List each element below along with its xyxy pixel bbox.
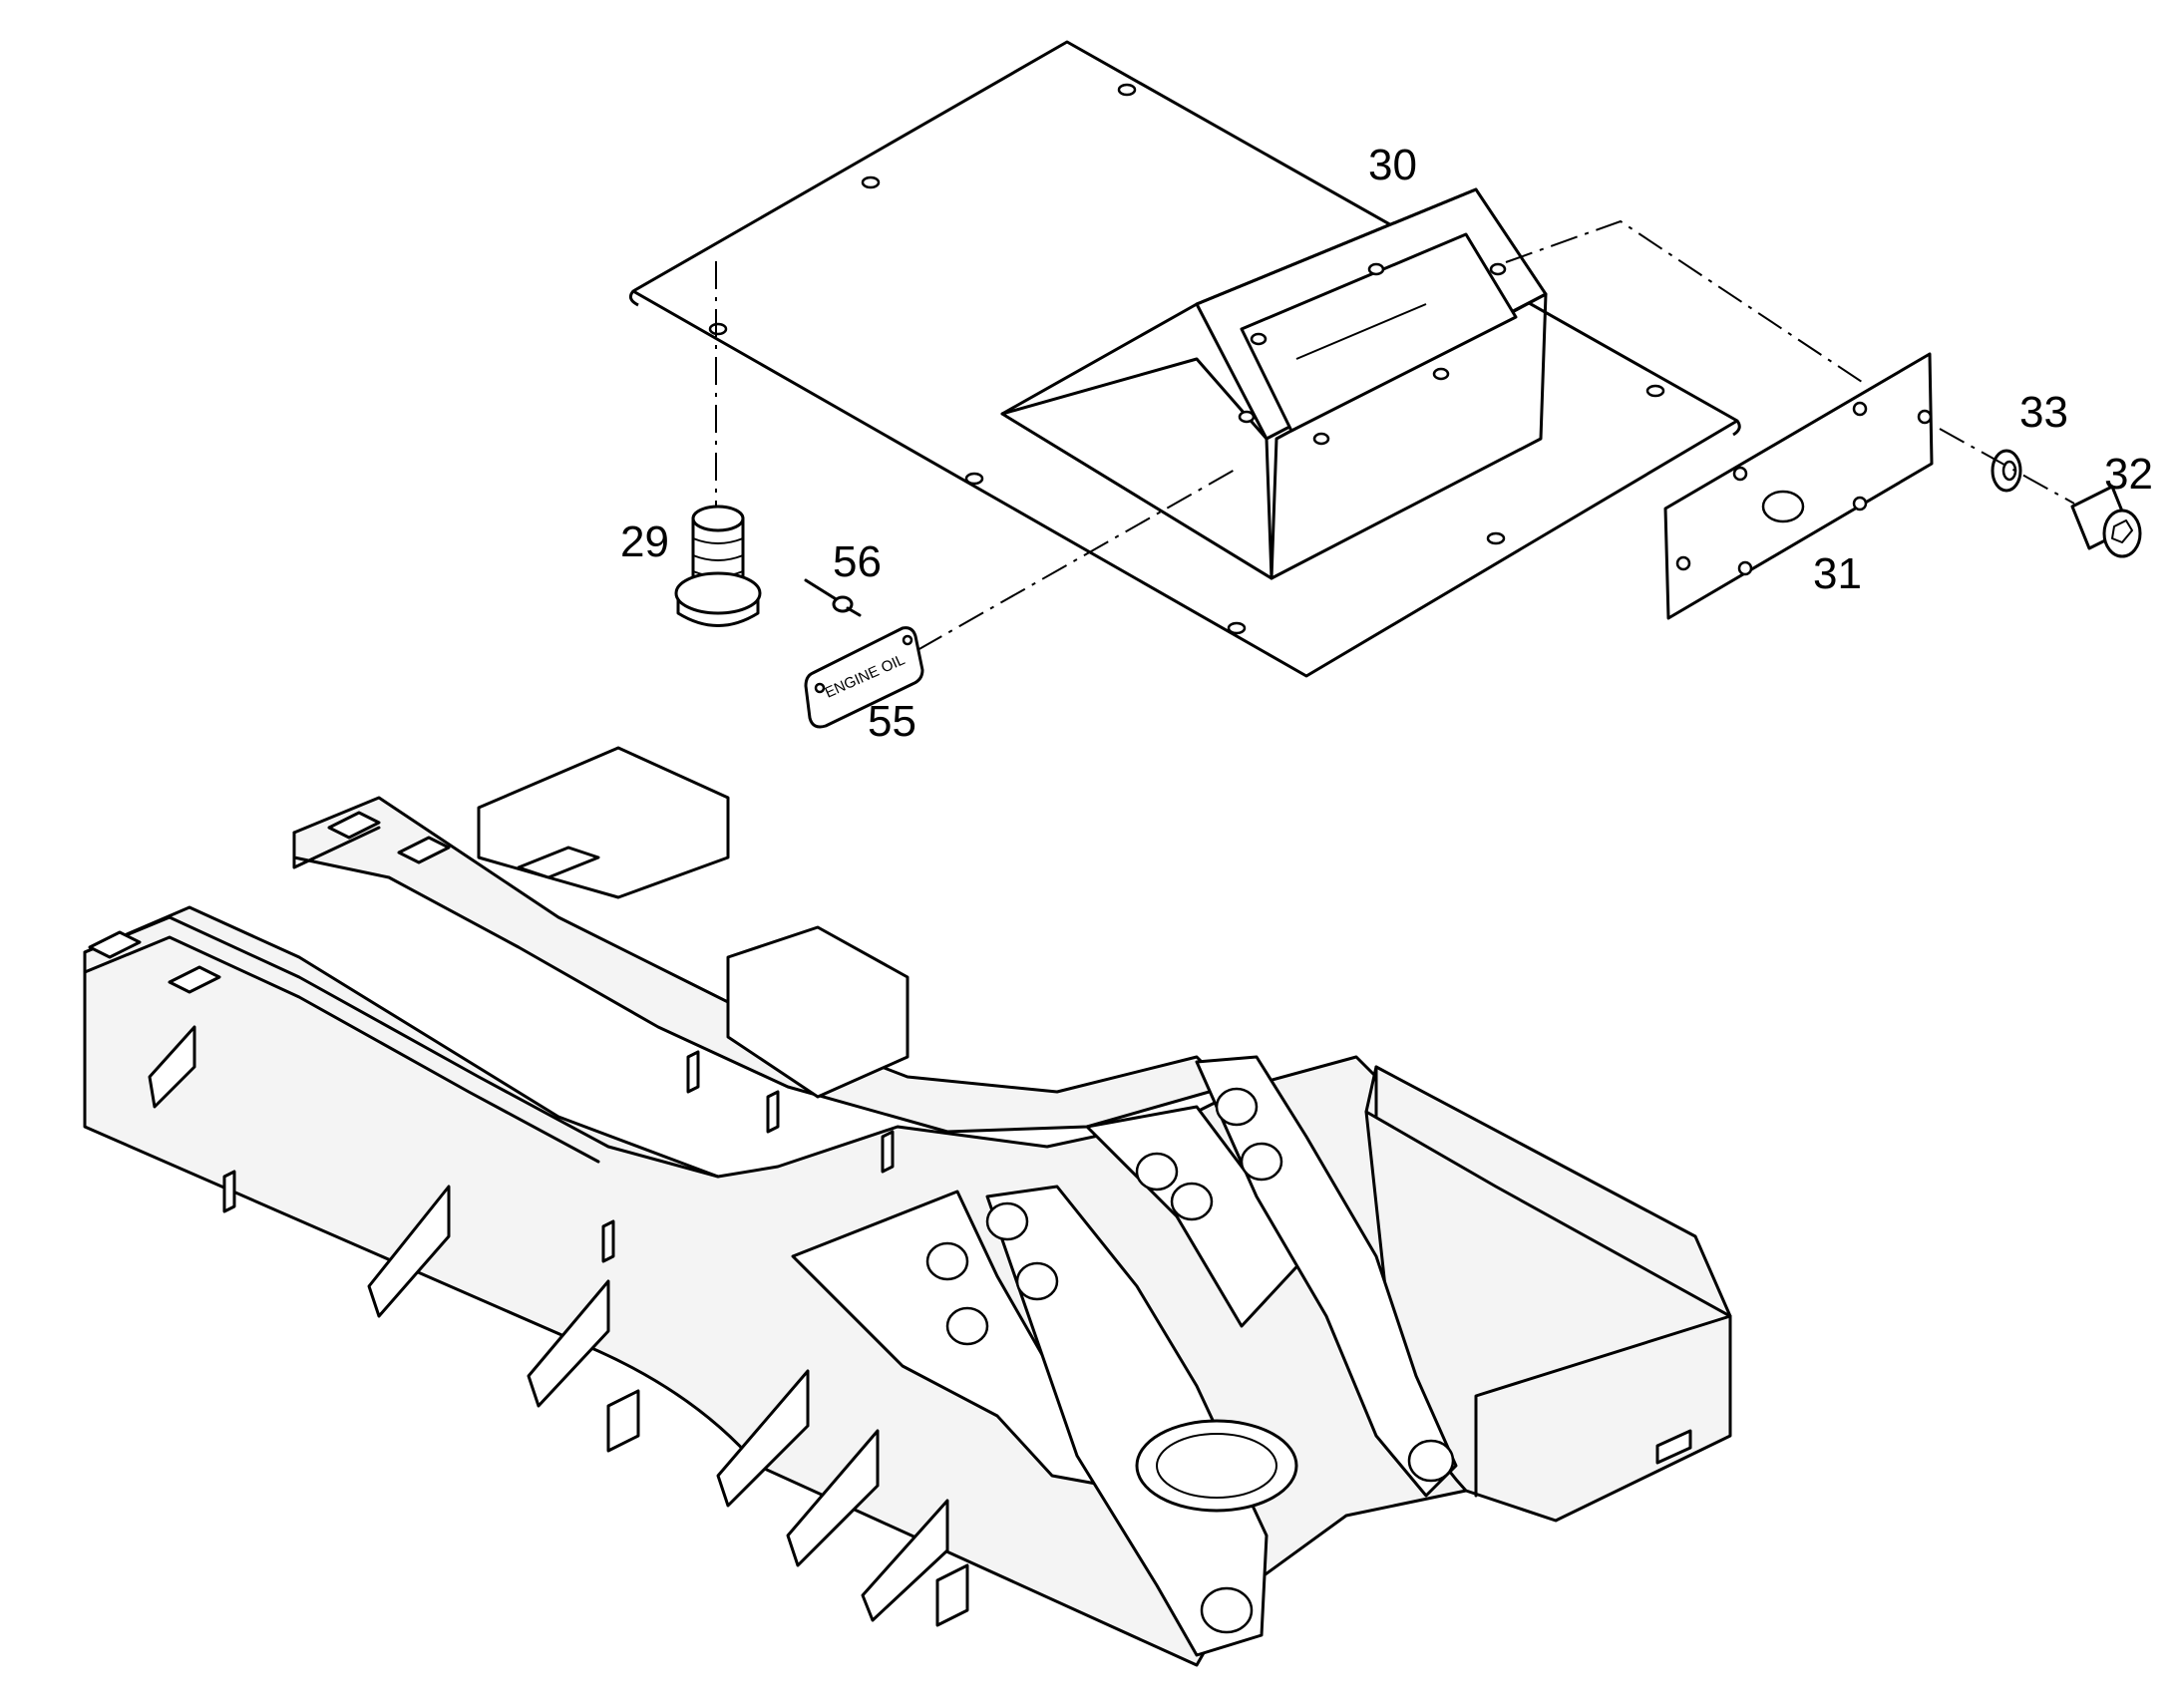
upper-frame [83, 746, 1732, 1667]
frame-gussets [148, 1025, 949, 1622]
callout-30: 30 [1368, 141, 1417, 189]
callout-labels: 29 30 31 32 33 55 56 [620, 141, 2153, 746]
plug-29 [674, 505, 762, 627]
callout-55: 55 [868, 697, 916, 746]
callout-56: 56 [833, 537, 882, 586]
engine-oil-nameplate-55: ENGINE OIL [804, 626, 924, 729]
cover-plate-30 [628, 40, 1741, 678]
callout-31: 31 [1813, 549, 1862, 598]
assembly-centerlines [715, 219, 2075, 651]
washer-33 [1991, 449, 2022, 493]
bolt-32 [2070, 485, 2142, 558]
swing-bearing-ring [1135, 1419, 1298, 1513]
rivet-56 [804, 578, 862, 617]
callout-32: 32 [2104, 450, 2153, 499]
cover-plate-holes [708, 83, 1665, 635]
side-cover-31 [1663, 352, 1934, 620]
callout-29: 29 [620, 517, 669, 566]
boom-mount-towers [791, 1055, 1458, 1657]
callout-33: 33 [2019, 388, 2068, 437]
frame-lugs [88, 811, 969, 1627]
